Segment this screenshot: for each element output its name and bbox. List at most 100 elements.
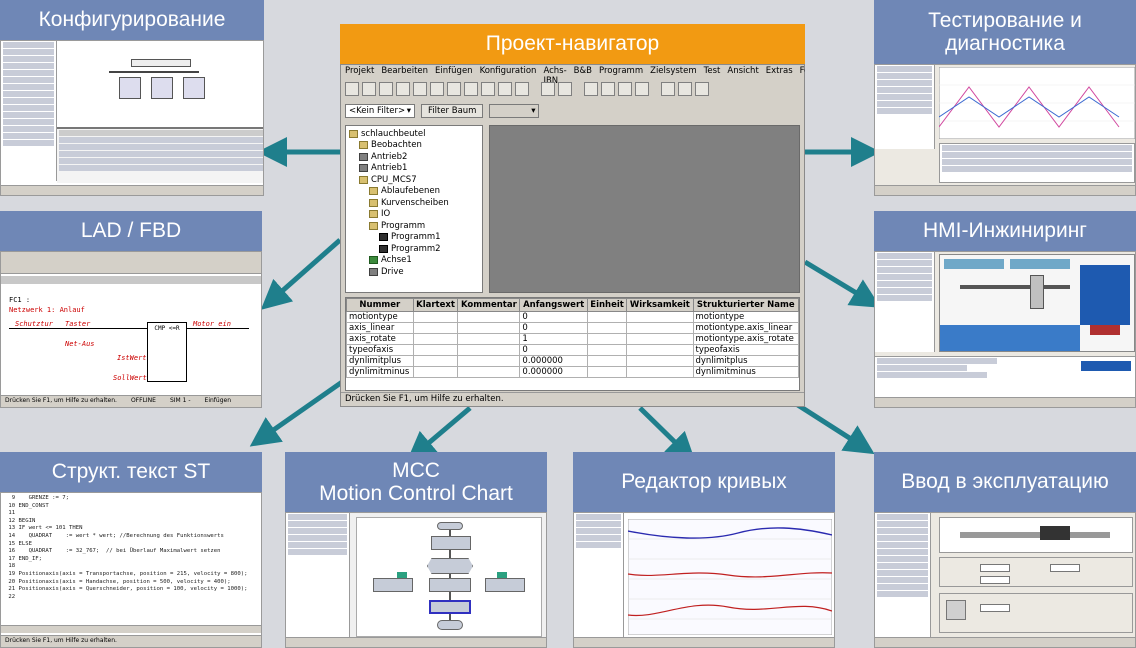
redo-icon[interactable] xyxy=(558,82,572,96)
navigator-statusbar: Drücken Sie F1, um Hilfe zu erhalten. xyxy=(341,392,804,406)
lad-contact-label: Schutztur xyxy=(15,320,53,328)
tree-item[interactable]: IO xyxy=(349,209,479,221)
menu-item[interactable]: Ansicht xyxy=(727,66,759,76)
filter-select[interactable]: <Kein Filter> ▾ xyxy=(345,104,415,118)
new-icon[interactable] xyxy=(345,82,359,96)
grid-column-header[interactable]: Anfangswert xyxy=(519,298,588,312)
tree-item[interactable]: Programm xyxy=(349,220,479,232)
tree-item[interactable]: Programm1 xyxy=(349,232,479,244)
tree-item[interactable]: CPU_MCS7 xyxy=(349,174,479,186)
stop-icon[interactable] xyxy=(515,82,529,96)
folder-icon xyxy=(349,129,358,138)
grid-column-header[interactable]: Einheit xyxy=(586,298,628,312)
menu-item[interactable]: Projekt xyxy=(345,66,375,76)
print-icon[interactable] xyxy=(396,82,410,96)
lad-coil-label: Motor ein xyxy=(193,320,231,328)
grid-column-header[interactable]: Wirksamkeit xyxy=(626,298,694,312)
tree-item[interactable]: Antrieb1 xyxy=(349,163,479,175)
tree-item[interactable]: schlauchbeutel xyxy=(349,128,479,140)
save-icon[interactable] xyxy=(379,82,393,96)
menu-item[interactable]: Achs-IBN xyxy=(543,66,567,86)
mcc-title-line2: Motion Control Chart xyxy=(319,482,513,505)
download-icon[interactable] xyxy=(618,82,632,96)
cpu-icon xyxy=(359,175,368,184)
tree-item-label: Programm2 xyxy=(391,243,441,254)
panel-testing: Тестирование и диагностика xyxy=(874,0,1136,196)
tree-item[interactable]: Achse1 xyxy=(349,255,479,267)
drive-icon xyxy=(359,164,368,173)
tree-item-label: Programm xyxy=(381,220,426,231)
trace-icon[interactable] xyxy=(635,82,649,96)
menu-item[interactable]: Konfiguration xyxy=(479,66,537,76)
compile-icon[interactable] xyxy=(661,82,675,96)
grid-cell xyxy=(586,322,628,334)
delete-icon[interactable] xyxy=(464,82,478,96)
arrow-to-lad xyxy=(260,238,342,310)
grid-cell: typeofaxis xyxy=(346,344,414,356)
cut-icon[interactable] xyxy=(413,82,427,96)
paste-icon[interactable] xyxy=(447,82,461,96)
arrow-to-mcc xyxy=(406,406,472,462)
tree-item-label: Antrieb1 xyxy=(371,163,408,174)
tree-item-label: Drive xyxy=(381,266,404,277)
properties-icon[interactable] xyxy=(481,82,495,96)
menu-item[interactable]: B&B xyxy=(573,66,592,76)
grid-cell: typeofaxis xyxy=(692,344,799,356)
copy-icon[interactable] xyxy=(430,82,444,96)
grid-cell xyxy=(626,355,694,367)
help-icon[interactable] xyxy=(498,82,512,96)
menu-item[interactable]: Bearbeiten xyxy=(381,66,429,76)
panel-hmi-title: HMI-Инжиниринг xyxy=(874,211,1136,251)
tree-item-label: IO xyxy=(381,209,391,220)
panel-structured-text: Структ. текст ST 9 GRENZE := 7; 10 END_C… xyxy=(0,452,262,648)
grid-column-header[interactable]: Klartext xyxy=(412,298,459,312)
tree-item[interactable]: Kurvenscheiben xyxy=(349,197,479,209)
grid-cell xyxy=(412,344,459,356)
menu-item[interactable]: Test xyxy=(703,66,721,76)
menu-item[interactable]: Einfügen xyxy=(435,66,473,76)
grid-column-header[interactable]: Nummer xyxy=(346,298,414,312)
tree-item[interactable]: Ablaufebenen xyxy=(349,186,479,198)
open-icon[interactable] xyxy=(362,82,376,96)
debug-icon[interactable] xyxy=(601,82,615,96)
run-icon[interactable] xyxy=(584,82,598,96)
panel-lad-title: LAD / FBD xyxy=(0,211,262,251)
menu-item[interactable]: Extras xyxy=(765,66,793,76)
online-icon[interactable] xyxy=(695,82,709,96)
folder-icon xyxy=(369,198,378,207)
grid-cell: axis_linear xyxy=(346,322,414,334)
testing-screenshot xyxy=(874,64,1136,196)
grid-column-header[interactable]: Kommentar xyxy=(457,298,521,312)
st-screenshot: 9 GRENZE := 7; 10 END_CONST 11 12 BEGIN … xyxy=(0,492,262,648)
chevron-down-icon: ▾ xyxy=(406,106,411,116)
grid-cell xyxy=(626,311,694,323)
grid-column-header[interactable]: Strukturierter Name xyxy=(692,298,799,312)
undo-icon[interactable] xyxy=(541,82,555,96)
tree-item[interactable]: Beobachten xyxy=(349,140,479,152)
menu-item[interactable]: Programm xyxy=(598,66,644,76)
tree-item[interactable]: Programm2 xyxy=(349,243,479,255)
menu-bar: Projekt Bearbeiten Einfügen Konfiguration Ac… xyxy=(341,65,805,86)
test-title-line2: диагностика xyxy=(945,32,1065,55)
tree-item[interactable]: Antrieb2 xyxy=(349,151,479,163)
tree-item[interactable]: Drive xyxy=(349,266,479,278)
grid-cell: motiontype.axis_linear xyxy=(692,322,799,334)
menu-item[interactable]: Fenster xyxy=(799,66,805,76)
secondary-select[interactable]: ▾ xyxy=(489,104,540,118)
tree-item-label: Achse1 xyxy=(381,255,412,266)
compile-all-icon[interactable] xyxy=(678,82,692,96)
lad-input-label: SollWert xyxy=(113,374,147,382)
grid-cell: dynlimitminus xyxy=(692,366,799,378)
filter-tree-button[interactable]: Filter Baum xyxy=(421,104,484,118)
lad-contact-label: Taster xyxy=(65,320,91,328)
menu-item[interactable]: Zielsystem xyxy=(650,66,697,76)
